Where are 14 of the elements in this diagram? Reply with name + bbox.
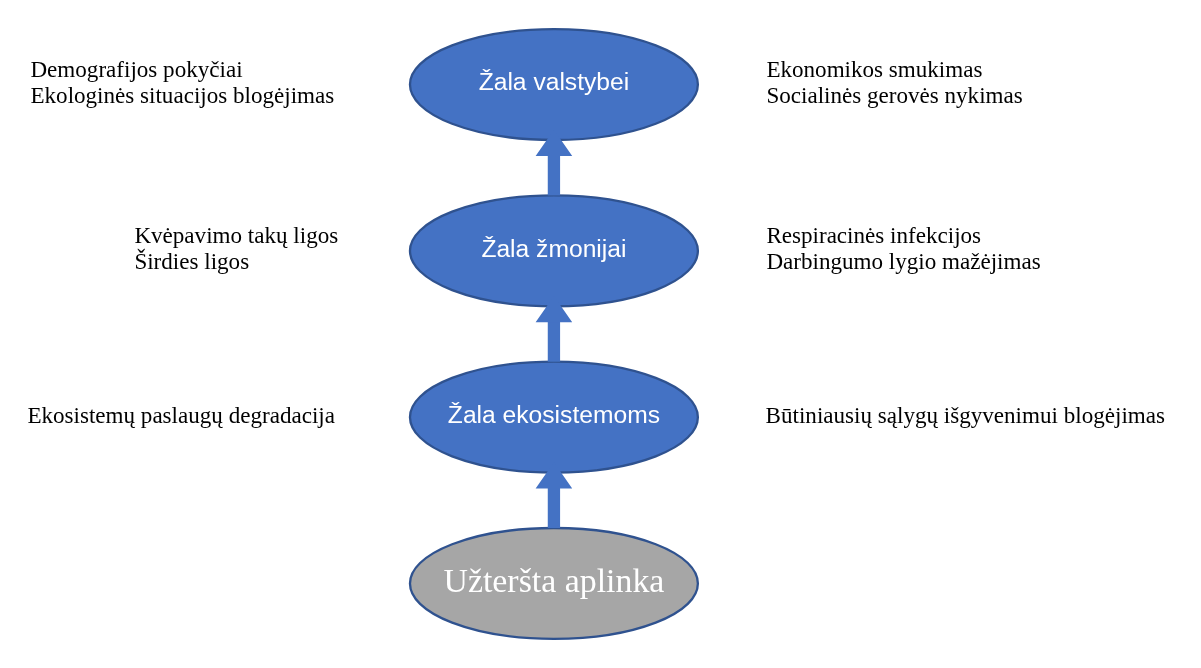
node-label: Ekonomikos smukimas	[766, 55, 983, 82]
node-label: Socialinės gerovės nykimas	[766, 82, 1023, 109]
node-label: Respiracinės infekcijos	[766, 222, 982, 249]
node-label: Būtiniausių sąlygų išgyvenimui blogėjimas	[765, 401, 1165, 428]
node-label: Ekosistemų paslaugų degradacija	[27, 401, 336, 428]
node-label: Demografijos pokyčiai	[30, 55, 243, 82]
node-label: Darbingumo lygio mažėjimas	[766, 248, 1041, 275]
node-ellipse: Žala žmonijai	[408, 194, 700, 308]
node-label: Kvėpavimo takų ligos	[134, 222, 339, 249]
node-label: Širdies ligos	[134, 248, 250, 275]
node-ellipse: Žala ekosistemoms	[408, 360, 700, 474]
node-label: Ekologinės situacijos blogėjimas	[30, 82, 335, 109]
node-ellipse: Žala valstybei	[408, 28, 700, 142]
node-ellipse: Užteršta aplinka	[408, 526, 700, 640]
